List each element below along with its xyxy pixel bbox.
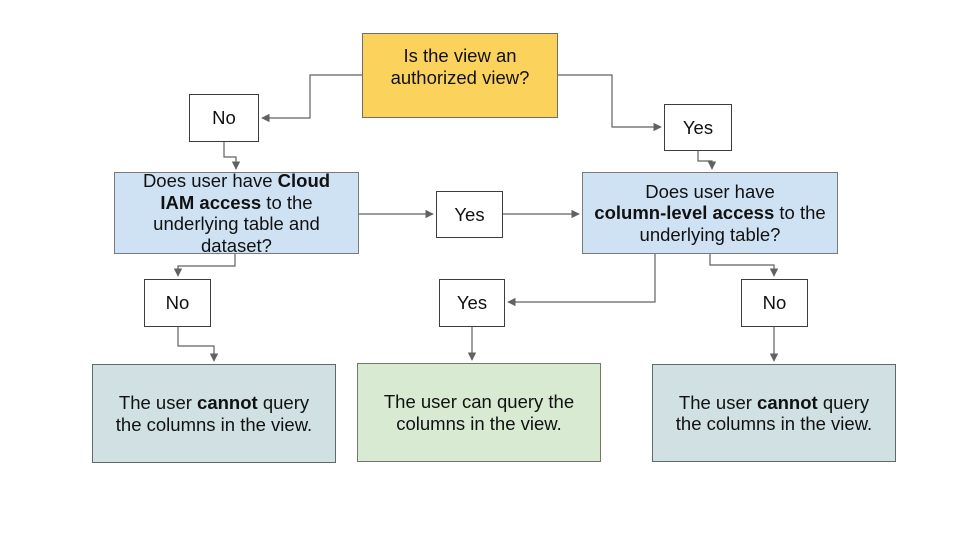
node-decision-column-access: Does user have column-level access to th… (582, 172, 838, 254)
node-outcome-cannot-query-right: The user cannot query the columns in the… (652, 364, 896, 462)
node-label-yes-middle: Yes (436, 191, 503, 238)
node-label-no-bottom-right: No (741, 279, 808, 327)
node-outcome-cannot-query-left: The user cannot query the columns in the… (92, 364, 336, 463)
outcome-cannot-text: The user cannot query the columns in the… (675, 391, 873, 435)
connector-yes-to-column-decision (697, 151, 717, 170)
node-label-no-bottom-left: No (144, 279, 211, 327)
node-decision-iam-access: Does user have Cloud IAM access to the u… (114, 170, 359, 256)
node-outcome-can-query: The user can query the columns in the vi… (357, 363, 601, 462)
decision-iam-text: Does user have Cloud IAM access to the u… (142, 170, 331, 256)
connector-root-to-yes (558, 74, 662, 132)
connector-column-to-no-bottom (709, 254, 779, 277)
root-question-text: Is the view an authorized view? (390, 45, 530, 88)
outcome-cannot-text: The user cannot query the columns in the… (115, 392, 313, 435)
yes-label: Yes (682, 116, 714, 138)
yes-label: Yes (456, 292, 488, 314)
node-label-yes-right: Yes (664, 104, 732, 151)
connector-iam-to-no-bottom (173, 254, 236, 277)
outcome-can-text: The user can query the columns in the vi… (383, 391, 575, 434)
node-label-no-left: No (189, 94, 259, 142)
node-root-question: Is the view an authorized view? (362, 33, 558, 118)
no-label: No (762, 292, 787, 314)
no-label: No (165, 292, 190, 314)
node-label-yes-bottom-middle: Yes (439, 279, 505, 327)
connector-no-to-iam-decision (223, 142, 241, 170)
decision-column-text: Does user have column-level access to th… (594, 180, 826, 245)
no-label: No (212, 107, 236, 129)
connector-column-to-yes-bottom (507, 254, 656, 307)
connector-no-to-cannot-left (177, 327, 219, 362)
yes-label: Yes (454, 203, 485, 225)
connector-root-to-no (261, 74, 362, 123)
